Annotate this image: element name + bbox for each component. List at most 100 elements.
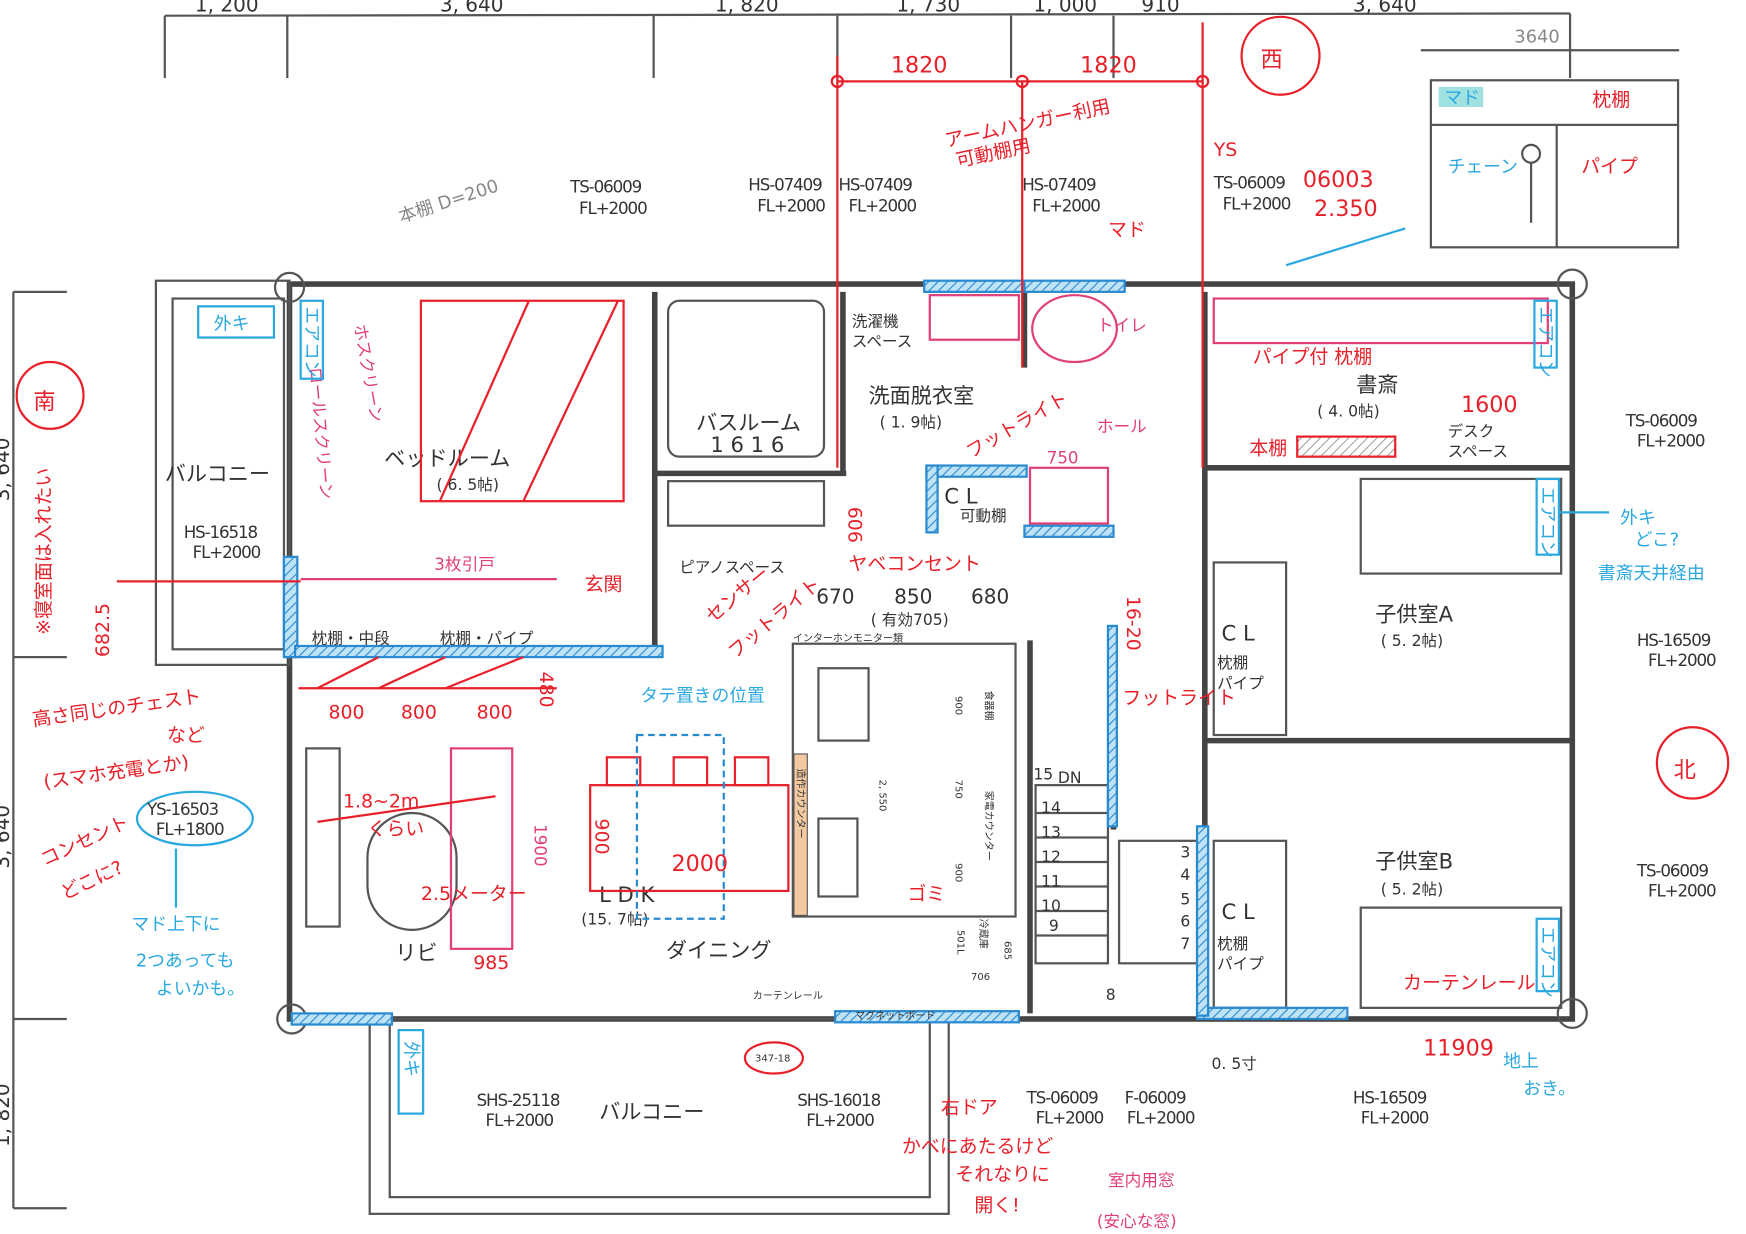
counter-label: 造作カウンター [794,768,807,838]
right-door-note-4: 開く! [974,1195,1019,1217]
bedroom-note: ※寝室面は入れたい [33,468,55,635]
dim-top-3: 1, 820 [715,0,779,16]
roof-pitch: 0. 5寸 [1212,1055,1257,1073]
appliance-label: 家電カウンター [982,791,995,861]
room-cl-a-sub1: 枕棚 [1217,654,1248,672]
kitchen-effective: ( 有効705) [871,611,949,629]
window-height: FL+2000 [1127,1108,1195,1128]
closet-elevation-sketch: マド チェーン 3640 枕棚 パイプ [1420,26,1680,249]
sketch-window-label: マド [1444,88,1480,109]
highlighted-walls [282,279,1349,1026]
outdoor-unit-label-2: 外キ [400,1041,421,1077]
kitchen-width-1: 670 [816,585,854,609]
window-code: TS-06009 [1625,411,1697,431]
dim-1620: 16-20 [1122,596,1144,651]
room-washroom-size: ( 1. 9帖) [880,414,942,432]
kitchen-width-2: 850 [894,585,932,609]
window-code: YS-16503 [146,799,218,819]
window-height: FL+2000 [806,1110,874,1130]
staircase: 15 DN 14 13 12 11 10 9 3 4 5 6 7 8 [1033,766,1199,1004]
hosclean-note: ホスクリーン [350,322,387,423]
window-code: HS-16509 [1353,1088,1427,1108]
fridge-capacity: 501L [955,930,966,955]
ys-note: YS [1213,139,1238,161]
entry-note: 玄関 [585,573,623,595]
room-study-size: ( 4. 0帖) [1317,403,1379,421]
window-height: FL+2000 [1036,1108,1104,1128]
window-height: FL+2000 [1032,196,1100,216]
window-height: FL+2000 [1361,1108,1429,1128]
aircon-label-2: エアコン [1535,306,1556,377]
sketch-width: 3640 [1514,26,1559,47]
span-1820-a: 1820 [891,52,948,78]
span-1820-b: 1820 [1080,52,1137,78]
room-washroom: 洗面脱衣室 [869,383,975,408]
left-dimension-line: 3, 640 3, 640 1, 820 [0,290,67,1210]
dim-left-2: 3, 640 [0,805,14,869]
room-closet-sub: 可動棚 [960,507,1007,525]
room-laundry-2: スペース [852,332,912,350]
window-code: TS-06009 [1213,172,1285,192]
window-code: HS-16518 [184,522,258,542]
dim-top-7: 3, 640 [1353,0,1417,16]
stair-13: 13 [1041,823,1061,841]
room-bathroom: バスルーム [696,410,801,435]
compass-north: 北 [1674,757,1696,783]
room-cl-a-sub2: パイプ [1217,674,1264,692]
window-height: FL+2000 [485,1110,553,1130]
outlet-note: ヤベコンセント [849,553,981,575]
dim-750-note: 750 [1047,447,1079,467]
room-desk: デスク [1448,422,1495,441]
sketch-pipe-label: パイプ [1581,156,1638,178]
height-2350: 2.350 [1314,196,1378,222]
outdoor-where-2: どこ? [1635,530,1680,551]
room-cl-a: C L [1222,620,1255,645]
room-bathroom-size: 1616 [710,432,791,457]
sketch-chain-label: チェーン [1448,157,1518,178]
indoor-window-note-2: (安心な窓) [1097,1211,1177,1231]
window-code: TS-06009 [569,177,641,197]
dim-11909: 11909 [1423,1036,1494,1062]
aircon-label-4: エアコン [1537,927,1558,998]
code-06003: 06003 [1303,167,1374,193]
dim-800-a: 800 [328,701,364,723]
stair-5: 5 [1180,890,1190,908]
stair-9: 9 [1049,917,1059,935]
dim-682-5: 682.5 [92,603,114,657]
sliding-door-note: 3枚引戸 [434,554,495,574]
dim-900b: 900 [952,863,963,882]
window-height: FL+2000 [1637,431,1705,451]
indoor-window-note: 室内用窓 [1108,1170,1175,1190]
stair-6: 6 [1180,913,1190,931]
window-suggestion-3: よいかも。 [156,978,245,999]
intercom-label: インターホンモニター類 [793,632,903,644]
room-study: 書斎 [1356,372,1398,397]
stair-15: 15 [1033,766,1053,784]
window-height: FL+2000 [757,196,825,216]
dim-606: 606 [844,507,866,543]
dim-top-2: 3, 640 [440,0,504,16]
room-bedroom: ベッドルーム [384,446,510,471]
room-cl-b-sub2: パイプ [1217,955,1264,973]
window-code: HS-07409 [1022,175,1096,195]
table-width: 2000 [671,851,728,877]
room-kid-a-size: ( 5. 2帖) [1381,632,1443,650]
table-depth: 900 [591,819,613,855]
aircon-label-1: エアコン [301,306,322,377]
room-laundry: 洗濯機 [852,312,899,330]
room-desk-2: スペース [1448,443,1508,461]
window-code: HS-16509 [1637,630,1711,650]
pipe-shelf-note: パイプ付 枕棚 [1253,346,1372,368]
dim-800-c: 800 [477,701,513,723]
room-toilet: トイレ [1097,315,1147,335]
window-code: TS-06009 [1026,1088,1098,1108]
dim-985: 985 [473,952,509,974]
room-bedroom-size: ( 6. 5帖) [437,476,499,494]
outlet-question-2: どこに? [57,856,126,904]
tv-distance: 1.8~2m [343,790,419,812]
dim-800-b: 800 [401,701,437,723]
right-door-note-3: それなりに [955,1163,1050,1185]
window-code: HS-07409 [838,175,912,195]
dim-685: 685 [1001,941,1012,960]
